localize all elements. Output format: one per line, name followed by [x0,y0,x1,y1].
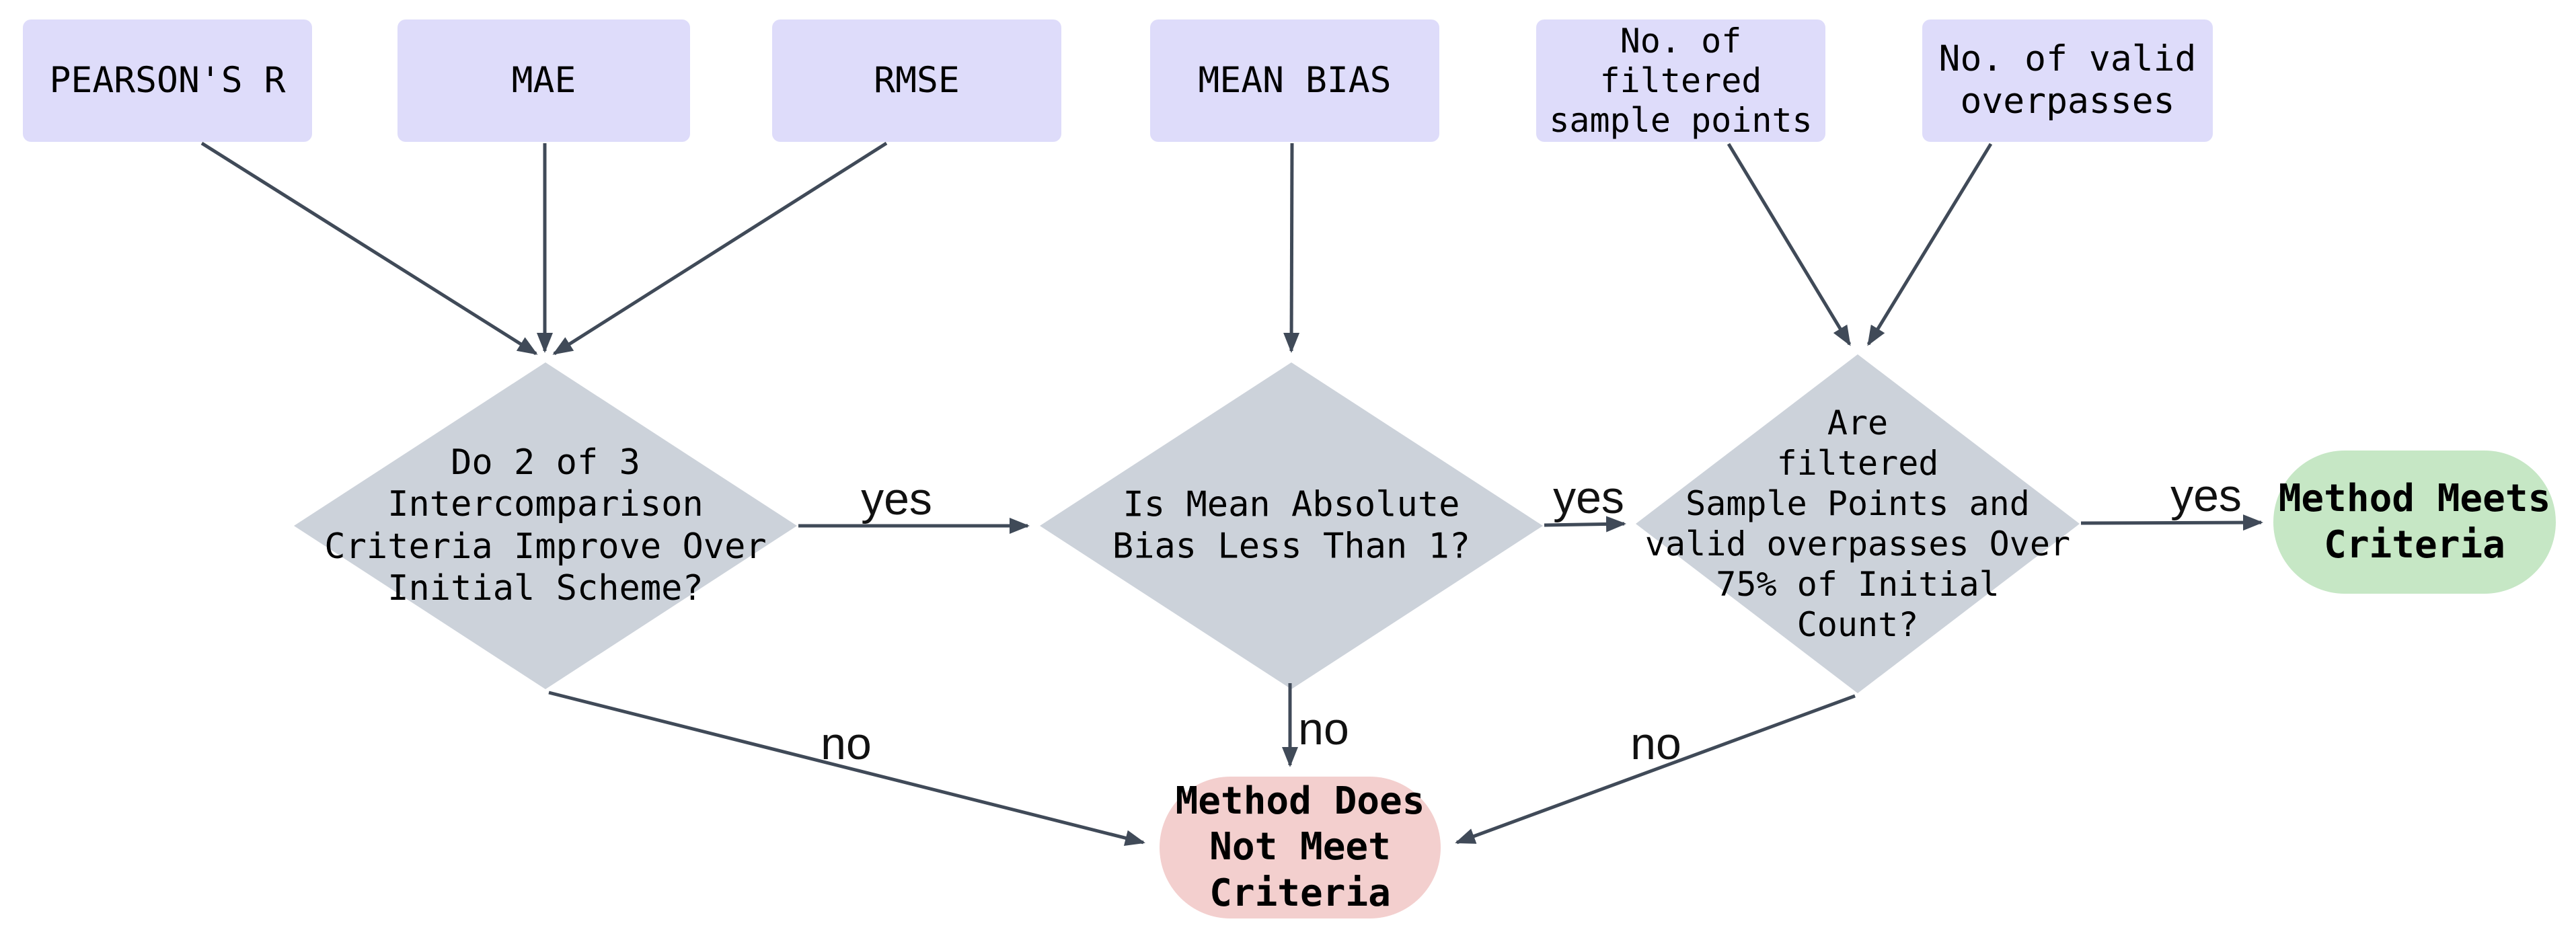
edge-mean-bias-to-decision2 [1283,143,1300,353]
edge-label-yes-3: yes [2170,470,2242,521]
node-valid-overpasses: No. of valid overpasses [1922,19,2213,142]
edge-label-yes-2: yes [1553,472,1624,523]
decision-intercomparison-label: Do 2 of 3 Intercomparison Criteria Impro… [324,442,767,609]
edge-yes-decision2-to-decision3 [1544,516,1626,533]
node-filtered-sample-points: No. of filtered sample points [1536,19,1825,142]
outcome-method-does-not-meet-criteria: Method Does Not Meet Criteria [1160,777,1441,918]
node-mean-bias: MEAN BIAS [1150,19,1439,142]
edge-no-decision3-to-fail [1455,694,1856,845]
edge-label-no-1: no [821,718,872,769]
outcome-method-meets-criteria: Method Meets Criteria [2273,451,2556,594]
node-rmse: RMSE [772,19,1061,142]
edge-label-no-3: no [1630,718,1681,769]
edge-label-yes-1: yes [861,473,932,524]
decision-mean-bias-shape [1040,362,1543,689]
node-mae: MAE [397,19,690,142]
decision-mean-bias-label: Is Mean Absolute Bias Less Than 1? [1112,484,1471,567]
edge-pearsons-to-decision1 [200,141,538,356]
edge-rmse-to-decision1 [552,141,888,356]
edge-valid-overpasses-to-decision3 [1866,143,1993,346]
decision-intercomparison-shape [294,362,797,689]
decision-sample-count-label: Are filtered Sample Points and valid ove… [1644,403,2071,644]
edge-label-no-2: no [1298,703,1349,754]
edge-filtered-points-to-decision3 [1727,143,1852,346]
decision-sample-count-shape [1636,354,2080,693]
edge-no-decision1-to-fail [548,691,1145,847]
node-pearsons-r: PEARSON'S R [23,19,312,142]
edge-yes-decision3-to-pass [2080,514,2263,531]
